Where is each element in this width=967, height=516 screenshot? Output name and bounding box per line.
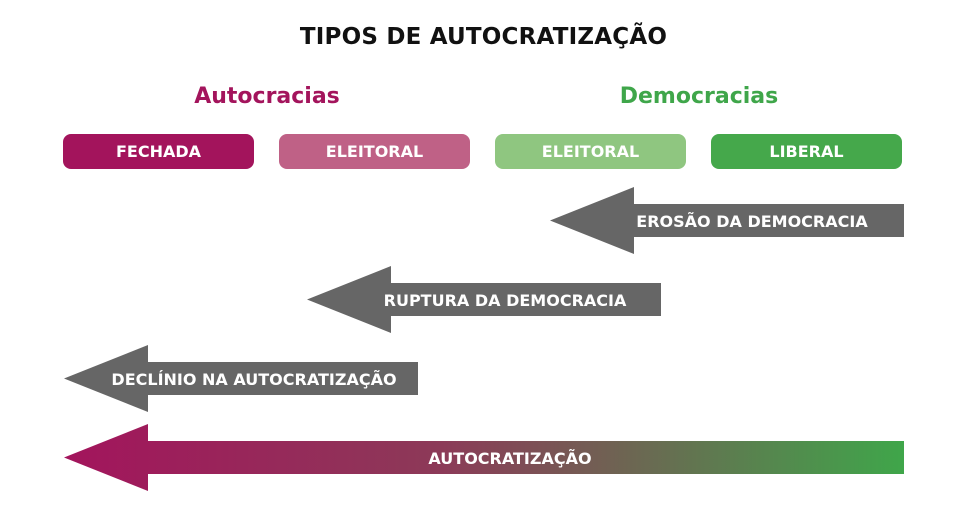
arrow-declinio-na-autocratizacao [64, 345, 418, 412]
arrow-autocratizacao [64, 424, 904, 491]
democracias-label: Democracias [619, 84, 779, 109]
arrow-label-erosao: EROSÃO DA DEMOCRACIA [636, 211, 868, 231]
arrow-ruptura-da-democracia [307, 266, 661, 333]
arrow-erosao-da-democracia [550, 187, 904, 254]
regime-box-autocracia-fechada: FECHADA [63, 134, 254, 169]
arrow-label-autocratizacao: AUTOCRATIZAÇÃO [428, 448, 592, 468]
diagram-title: TIPOS DE AUTOCRATIZAÇÃO [299, 24, 668, 50]
regime-box-democracia-eleitoral: ELEITORAL [495, 134, 686, 169]
regime-box-democracia-liberal: LIBERAL [711, 134, 902, 169]
arrow-label-declinio: DECLÍNIO NA AUTOCRATIZAÇÃO [111, 369, 397, 389]
regime-box-autocracia-eleitoral: ELEITORAL [279, 134, 470, 169]
arrow-label-ruptura: RUPTURA DA DEMOCRACIA [383, 290, 627, 310]
autocracias-label: Autocracias [194, 84, 340, 109]
